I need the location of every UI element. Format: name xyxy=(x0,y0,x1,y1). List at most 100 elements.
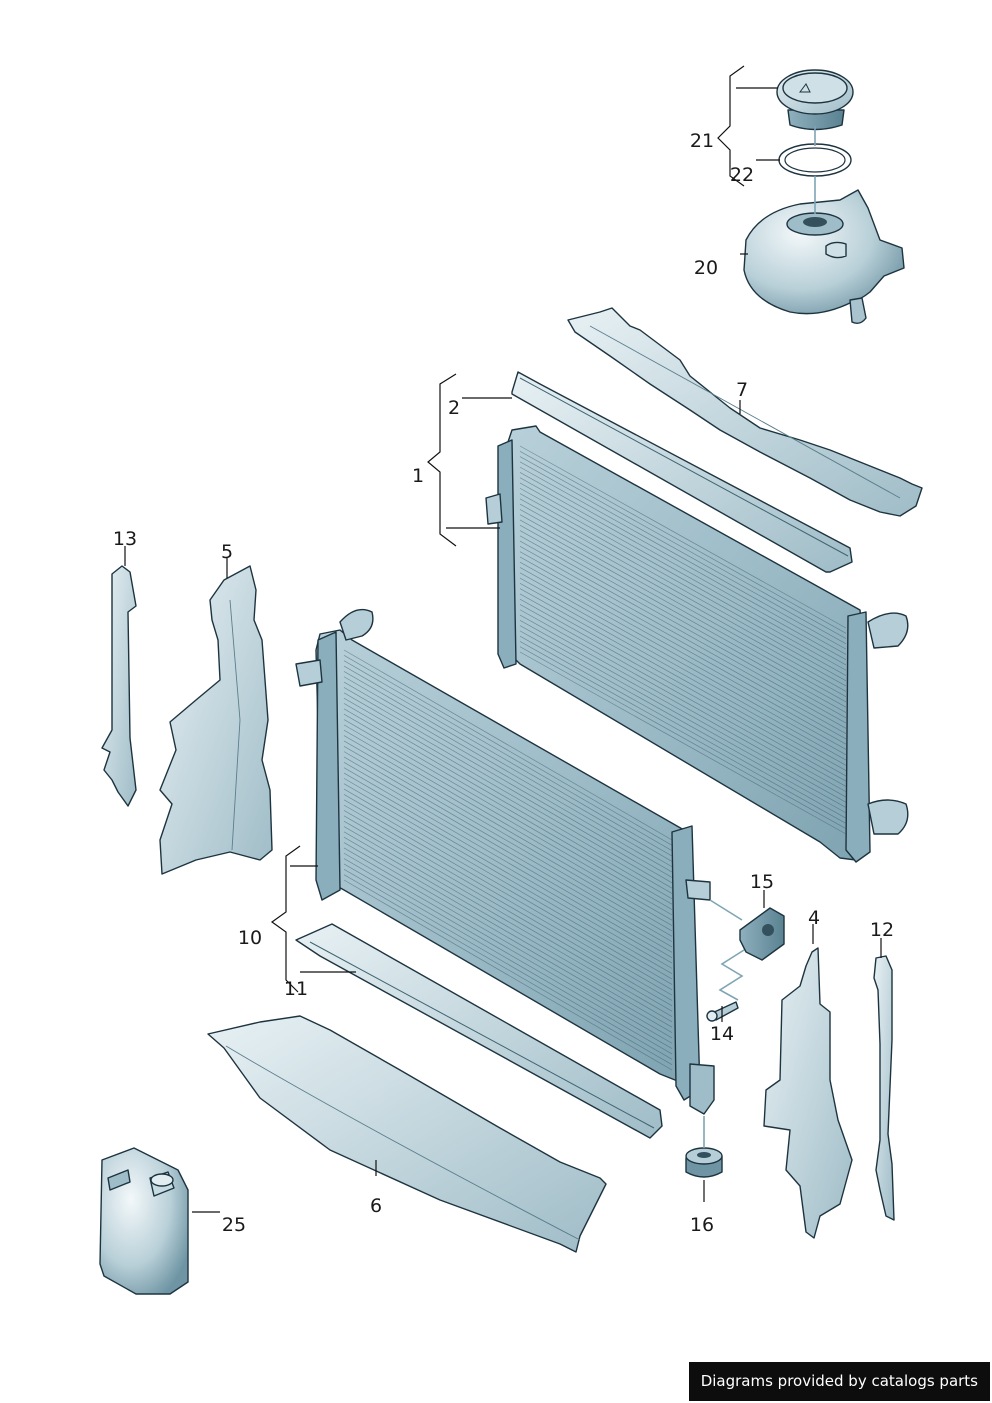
lower-air-guide xyxy=(207,1015,607,1253)
radiator-fin xyxy=(343,719,673,910)
radiator-fin xyxy=(519,487,847,671)
radiator-fin xyxy=(343,687,673,878)
radiator-fin xyxy=(343,745,673,937)
radiator-fin xyxy=(343,735,673,926)
radiator-fin xyxy=(519,477,847,660)
radiator-fin xyxy=(343,708,673,900)
radiator-fin xyxy=(519,514,847,697)
radiator-fin xyxy=(343,724,673,916)
rubber-mount xyxy=(685,1147,723,1178)
mounting-bracket xyxy=(739,907,785,961)
radiator-fin xyxy=(343,681,673,873)
radiator-fin xyxy=(343,788,673,980)
radiator-fin xyxy=(343,820,673,1012)
radiator-fin xyxy=(519,498,847,682)
radiator-fin xyxy=(343,842,673,1033)
radiator-fin xyxy=(343,762,673,953)
callout-20: 20 xyxy=(694,257,718,279)
radiator-fin xyxy=(519,598,847,782)
right-side-seal xyxy=(873,955,895,1221)
expansion-tank xyxy=(743,189,905,325)
radiator-fin xyxy=(343,815,673,1007)
front-radiator xyxy=(295,608,715,1115)
radiator-fin xyxy=(343,751,673,942)
radiator-fin xyxy=(519,551,847,734)
radiator-fin xyxy=(519,620,847,803)
radiator-fin xyxy=(519,614,847,798)
radiator-fin xyxy=(519,625,847,808)
callout-1: 1 xyxy=(412,465,424,487)
radiator-fin xyxy=(519,540,847,724)
radiator-fin xyxy=(343,783,673,975)
radiator-fin xyxy=(519,535,847,719)
radiator-fin xyxy=(343,858,673,1049)
callout-14: 14 xyxy=(710,1023,734,1045)
callout-2: 2 xyxy=(448,397,460,419)
radiator-fin xyxy=(519,509,847,692)
radiator-fin xyxy=(519,445,847,629)
radiator-fin xyxy=(519,546,847,729)
radiator-fin xyxy=(519,567,847,750)
radiator-fin xyxy=(519,556,847,740)
radiator-fin xyxy=(519,651,847,835)
left-side-seal xyxy=(101,565,137,807)
callout-12: 12 xyxy=(870,919,894,941)
lower-seal-strip xyxy=(295,923,663,1139)
radiator-fin xyxy=(519,572,847,756)
radiator-fin xyxy=(519,635,847,819)
main-radiator xyxy=(485,425,909,863)
radiator-fin xyxy=(519,450,847,634)
coolant-canister xyxy=(99,1147,189,1295)
callout-16: 16 xyxy=(690,1214,714,1236)
radiator-fin xyxy=(519,604,847,787)
radiator-fin xyxy=(343,729,673,921)
radiator-fin xyxy=(343,863,673,1055)
radiator-fin xyxy=(519,630,847,814)
radiator-fin xyxy=(343,778,673,969)
radiator-fin xyxy=(343,703,673,894)
bolt xyxy=(706,1001,739,1022)
callout-13: 13 xyxy=(113,528,137,550)
radiator-fin xyxy=(343,665,673,857)
radiator-fin xyxy=(519,561,847,745)
callout-6: 6 xyxy=(370,1195,382,1217)
right-air-guide xyxy=(763,947,853,1239)
radiator-fin xyxy=(519,577,847,761)
radiator-fin xyxy=(519,583,847,766)
radiator-fin xyxy=(343,649,673,841)
radiator-fin xyxy=(343,799,673,991)
radiator-fin xyxy=(519,524,847,708)
callout-labels: 1 2 4 5 6 7 10 11 12 13 14 15 16 20 21 2… xyxy=(113,130,894,1236)
main-radiator-fins xyxy=(519,445,847,835)
radiator-fin xyxy=(519,461,847,645)
radiator-fin xyxy=(343,826,673,1017)
radiator-fin xyxy=(519,519,847,703)
upper-air-guide xyxy=(567,307,923,517)
radiator-fin xyxy=(343,676,673,868)
radiator-fin xyxy=(343,713,673,905)
radiator-fin xyxy=(343,868,673,1060)
radiator-fin xyxy=(343,756,673,948)
callout-11: 11 xyxy=(284,978,308,1000)
radiator-fin xyxy=(519,503,847,687)
callout-22: 22 xyxy=(730,164,754,186)
radiator-fin xyxy=(343,847,673,1039)
radiator-fin xyxy=(519,493,847,676)
callout-25: 25 xyxy=(222,1214,246,1236)
radiator-fin xyxy=(343,767,673,958)
radiator-fin xyxy=(519,472,847,655)
radiator-fin xyxy=(343,660,673,852)
callout-7: 7 xyxy=(736,379,748,401)
upper-seal-strip xyxy=(511,371,853,573)
credit-banner: Diagrams provided by catalogs parts xyxy=(688,1362,990,1401)
radiator-fin xyxy=(519,609,847,793)
callout-4: 4 xyxy=(808,907,820,929)
radiator-fin xyxy=(343,836,673,1028)
radiator-fin xyxy=(519,482,847,666)
radiator-fin xyxy=(343,879,673,1071)
radiator-fin xyxy=(343,804,673,996)
front-radiator-fins xyxy=(343,649,673,1071)
radiator-fin xyxy=(519,641,847,824)
radiator-fin xyxy=(343,852,673,1044)
